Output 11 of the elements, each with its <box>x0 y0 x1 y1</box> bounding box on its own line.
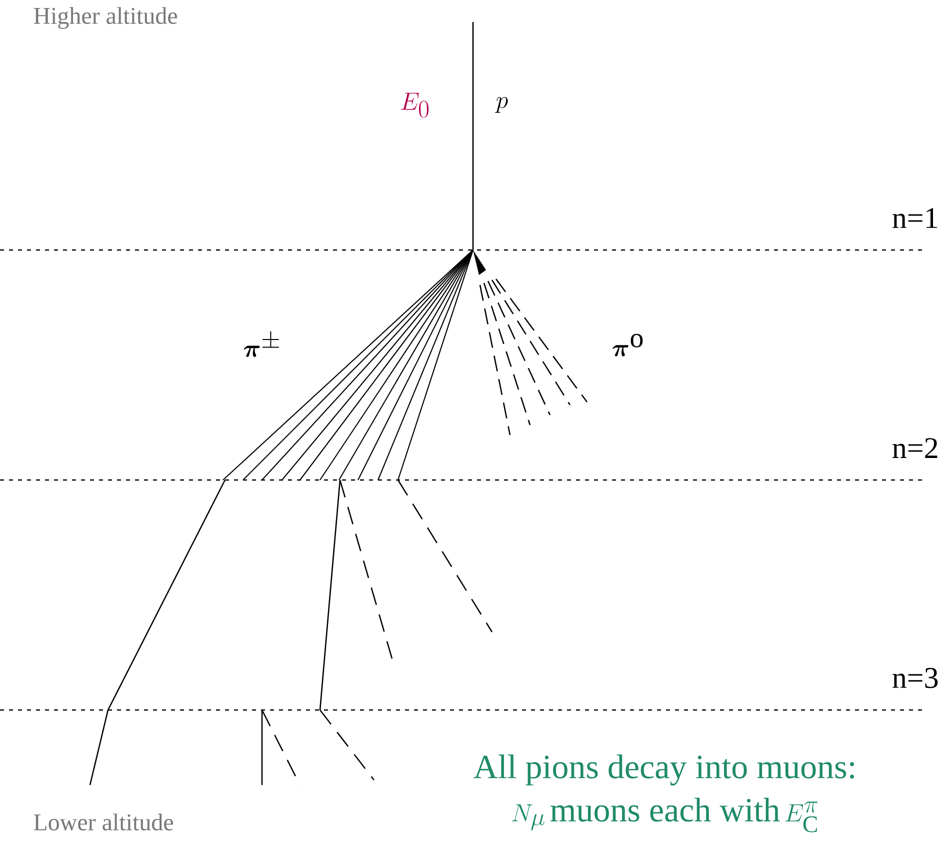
level-label: n=2 <box>892 438 938 458</box>
particle-label: $\bm{\pi}^{\pm}$ <box>244 331 279 357</box>
caption-text: All pions decay into muons: <box>474 754 854 786</box>
altitude-label: Higher altitude <box>34 7 177 29</box>
energy-label: $E_0$ <box>401 92 428 118</box>
particle-label: $\bm{\pi}^{\mathrm{o}}$ <box>612 334 643 356</box>
level-label: n=3 <box>892 668 938 688</box>
altitude-label: Lower altitude <box>34 814 173 830</box>
caption-text: $N_\mu\,\mbox{muons each with}\,E_{\mathrm{C}}^{\pi}$ <box>512 798 818 832</box>
particle-label: $p$ <box>495 96 508 113</box>
level-label: n=1 <box>892 208 938 228</box>
